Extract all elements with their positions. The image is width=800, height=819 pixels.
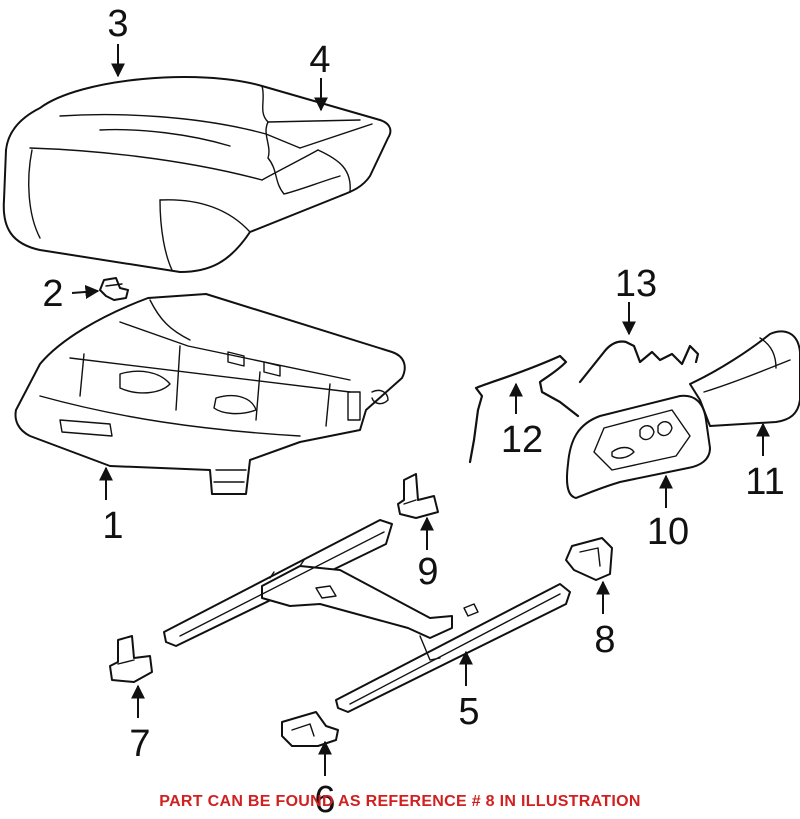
callout-8: 8 <box>594 619 615 661</box>
leader-2 <box>71 284 100 299</box>
callout-3: 3 <box>107 3 128 45</box>
cushion-cover-cutaway <box>261 85 361 195</box>
callout-6: 6 <box>314 779 335 819</box>
callout-11: 11 <box>745 461 784 503</box>
callout-7: 7 <box>129 723 150 765</box>
trim-cover-part <box>689 330 800 427</box>
callout-10: 10 <box>647 511 689 553</box>
callout-4: 4 <box>309 39 330 81</box>
callout-leaders <box>71 44 770 776</box>
bracket-6-part <box>281 711 339 747</box>
callout-13: 13 <box>615 263 657 305</box>
cable-part <box>578 340 700 384</box>
callout-2: 2 <box>42 273 63 315</box>
side-panel-part <box>566 394 711 499</box>
reference-note: PART CAN BE FOUND AS REFERENCE # 8 IN IL… <box>159 793 641 810</box>
clip-part <box>99 277 129 301</box>
callout-labels: 1 2 3 4 5 6 7 8 9 10 11 12 13 <box>42 3 784 819</box>
seat-frame-part <box>14 293 406 495</box>
callout-12: 12 <box>501 419 543 461</box>
seat-track-part <box>163 519 571 713</box>
bracket-7-part <box>109 635 153 683</box>
callout-1: 1 <box>102 505 123 547</box>
bracket-8-part <box>565 537 613 581</box>
spring-wire-part <box>468 354 580 464</box>
callout-9: 9 <box>417 551 438 593</box>
bracket-9-part <box>397 473 439 519</box>
seat-cushion-part <box>2 76 392 273</box>
callout-5: 5 <box>458 691 479 733</box>
